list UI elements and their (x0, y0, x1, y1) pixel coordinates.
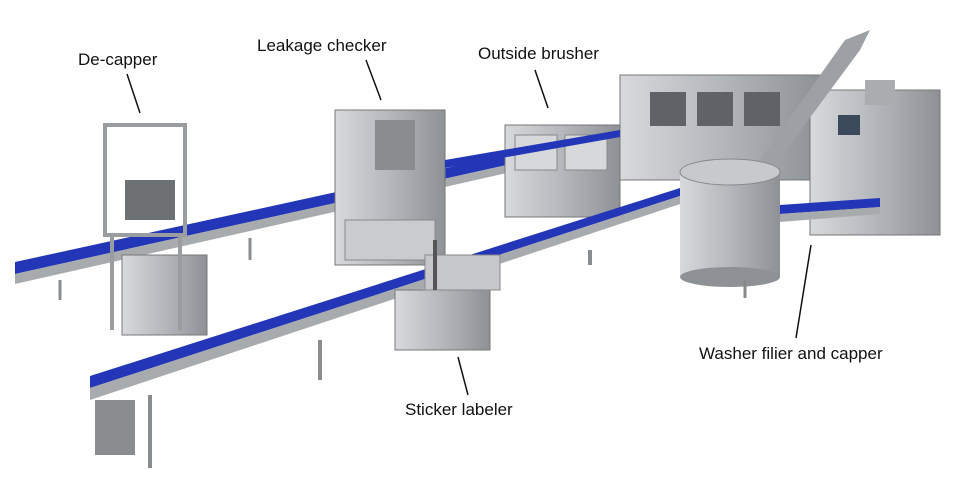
leakage-checker-machine (334, 109, 446, 266)
leakage-checker-label: Leakage checker (257, 36, 387, 55)
front-conveyor (90, 130, 880, 468)
sticker-labeler-machine (394, 240, 501, 351)
outside-brusher-label: Outside brusher (478, 44, 599, 63)
washer-filler-capper-label: Washer filier and capper (699, 344, 883, 363)
washer-filler-capper-machine (619, 30, 941, 236)
water-tank (679, 158, 781, 298)
decapper-label: De-capper (78, 50, 158, 69)
leader-lines (126, 59, 812, 396)
decapper-machine (103, 123, 208, 336)
sticker-labeler-label: Sticker labeler (405, 400, 513, 419)
